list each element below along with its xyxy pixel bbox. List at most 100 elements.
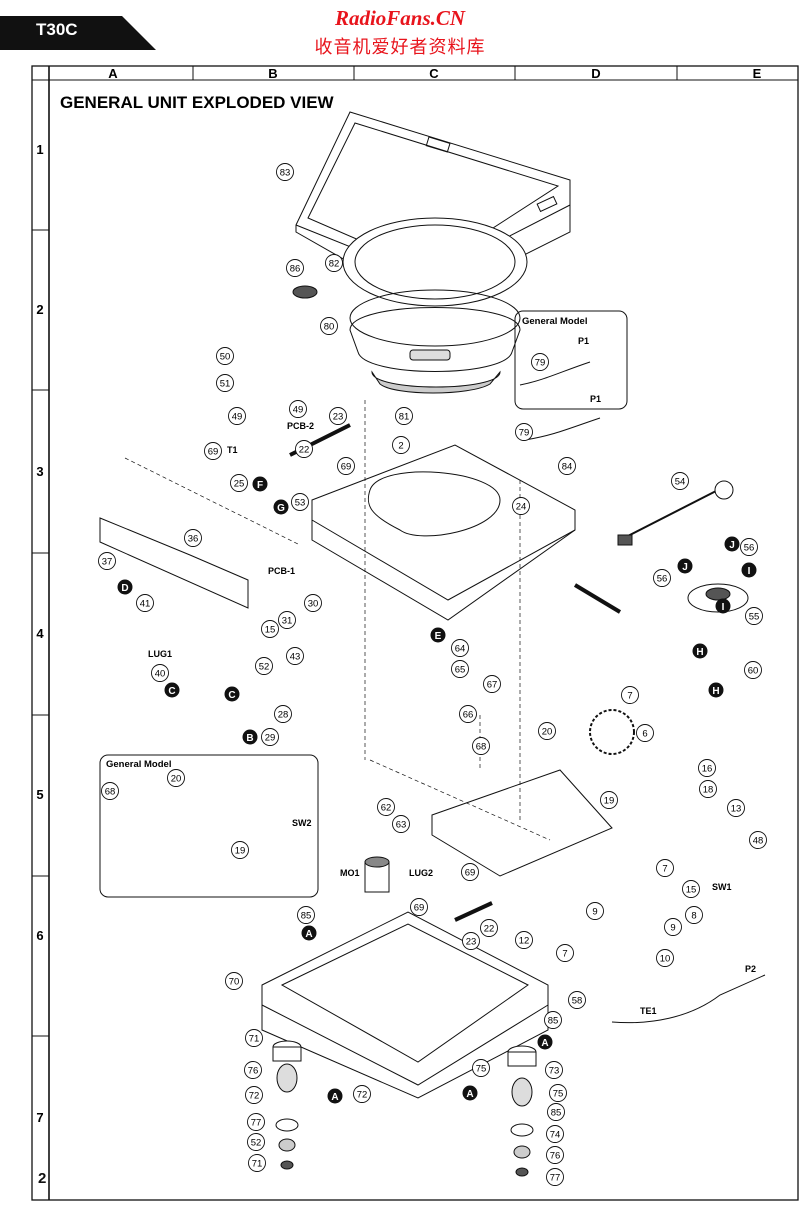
callout-18: 18 [699, 780, 717, 798]
callout-63: 63 [392, 815, 410, 833]
svg-text:43: 43 [290, 651, 301, 662]
svg-text:69: 69 [465, 867, 476, 878]
callout-8: 8 [685, 906, 703, 924]
marker-I: I [741, 562, 757, 578]
callout-23: 23 [462, 932, 480, 950]
svg-text:71: 71 [249, 1033, 260, 1044]
callout-52: 52 [255, 657, 273, 675]
svg-text:6: 6 [642, 728, 647, 739]
callout-37: 37 [98, 552, 116, 570]
callout-55: 55 [745, 607, 763, 625]
svg-text:30: 30 [308, 598, 319, 609]
svg-text:76: 76 [248, 1065, 259, 1076]
svg-text:H: H [712, 686, 719, 697]
drive-gear [589, 709, 635, 755]
svg-text:52: 52 [259, 661, 270, 672]
col-b: B [268, 66, 277, 81]
callout-7: 7 [656, 859, 674, 877]
svg-text:81: 81 [399, 411, 410, 422]
callout-49: 49 [289, 400, 307, 418]
svg-text:64: 64 [455, 643, 466, 654]
label-t1: T1 [227, 445, 238, 455]
row-2: 2 [36, 302, 43, 317]
inset-top-title: General Model [522, 316, 587, 327]
svg-text:75: 75 [553, 1088, 564, 1099]
svg-text:68: 68 [476, 741, 487, 752]
svg-text:37: 37 [102, 556, 113, 567]
inset-left-title: General Model [106, 759, 171, 770]
callout-31: 31 [278, 611, 296, 629]
row-5: 5 [36, 787, 43, 802]
label-pcb1: PCB-1 [268, 566, 295, 576]
svg-text:48: 48 [753, 835, 764, 846]
callout-24: 24 [512, 497, 530, 515]
svg-text:76: 76 [550, 1150, 561, 1161]
label-p1-inset: P1 [578, 336, 589, 346]
svg-text:63: 63 [396, 819, 407, 830]
callout-15: 15 [261, 620, 279, 638]
motor [364, 861, 390, 893]
callout-layer: 8382868081505149492369252253269797984542… [98, 163, 767, 1186]
callout-52: 52 [247, 1133, 265, 1151]
svg-text:72: 72 [249, 1090, 260, 1101]
label-lug2: LUG2 [409, 868, 433, 878]
svg-text:18: 18 [703, 784, 714, 795]
svg-text:70: 70 [229, 976, 240, 987]
marker-A: A [301, 925, 317, 941]
svg-text:16: 16 [702, 763, 713, 774]
svg-text:15: 15 [686, 884, 697, 895]
callout-75: 75 [549, 1084, 567, 1102]
svg-text:10: 10 [660, 953, 671, 964]
svg-text:20: 20 [542, 726, 553, 737]
parts-drawing [99, 111, 766, 1177]
spindle-adapter [292, 285, 318, 299]
svg-text:83: 83 [280, 167, 291, 178]
label-lug1: LUG1 [148, 649, 172, 659]
platter [349, 307, 521, 372]
svg-text:49: 49 [232, 411, 243, 422]
svg-text:53: 53 [295, 497, 306, 508]
tonearm-cutout [367, 471, 501, 537]
callout-85: 85 [547, 1103, 565, 1121]
callout-74: 74 [546, 1125, 564, 1143]
model-tab: T30C [0, 16, 158, 50]
col-d: D [591, 66, 600, 81]
rod-23b [573, 583, 622, 614]
row-1: 1 [36, 142, 43, 157]
callout-67: 67 [483, 675, 501, 693]
callout-69: 69 [337, 457, 355, 475]
sub-platter [371, 370, 501, 394]
svg-text:25: 25 [234, 478, 245, 489]
svg-text:86: 86 [290, 263, 301, 274]
svg-text:69: 69 [414, 902, 425, 913]
svg-text:50: 50 [220, 351, 231, 362]
callout-77: 77 [546, 1168, 564, 1186]
inset-left-box [99, 754, 319, 898]
callout-48: 48 [749, 831, 767, 849]
svg-text:60: 60 [748, 665, 759, 676]
callout-12: 12 [515, 931, 533, 949]
svg-text:A: A [541, 1038, 548, 1049]
callout-85: 85 [297, 906, 315, 924]
svg-text:68: 68 [105, 786, 116, 797]
callout-30: 30 [304, 594, 322, 612]
callout-56: 56 [653, 569, 671, 587]
row-labels: 1 2 3 4 5 6 7 [36, 142, 44, 1125]
marker-F: F [252, 476, 268, 492]
callout-50: 50 [216, 347, 234, 365]
svg-text:40: 40 [155, 668, 166, 679]
callout-13: 13 [727, 799, 745, 817]
callout-9: 9 [586, 902, 604, 920]
marker-G: G [273, 499, 289, 515]
svg-text:D: D [121, 583, 128, 594]
svg-text:79: 79 [535, 357, 546, 368]
svg-text:36: 36 [188, 533, 199, 544]
svg-text:31: 31 [282, 615, 293, 626]
svg-text:49: 49 [293, 404, 304, 415]
svg-text:19: 19 [604, 795, 615, 806]
svg-text:77: 77 [251, 1117, 262, 1128]
svg-text:72: 72 [357, 1089, 368, 1100]
callout-54: 54 [671, 472, 689, 490]
